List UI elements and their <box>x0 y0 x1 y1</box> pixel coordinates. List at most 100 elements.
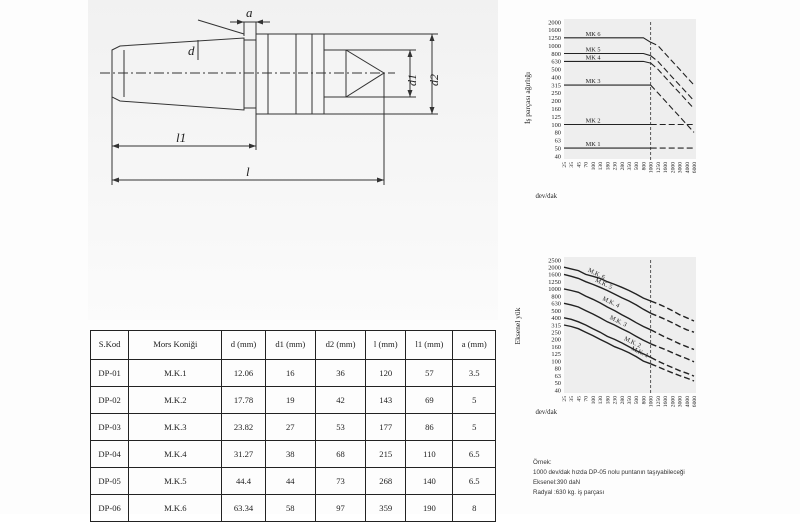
x-tick-label: 130 <box>598 396 604 405</box>
series-label: MK 1 <box>586 141 601 148</box>
table-cell: 69 <box>405 386 454 414</box>
y-tick-label: 100 <box>551 122 561 129</box>
table-cell: 27 <box>264 413 316 441</box>
y-tick-label: 630 <box>551 59 561 66</box>
table-cell: 58 <box>264 494 316 522</box>
header-cell: d2 (mm) <box>314 330 367 360</box>
x-tick-label: 35 <box>569 396 575 402</box>
table-cell: DP-04 <box>89 440 130 468</box>
table-cell: 110 <box>405 440 454 468</box>
series-line-dashed <box>650 41 695 86</box>
x-tick-label: 25 <box>562 396 568 402</box>
y-tick-label: 250 <box>551 90 561 97</box>
x-tick-label: 6000 <box>692 162 698 173</box>
series-line-dashed <box>650 84 695 133</box>
header-cell: a (mm) <box>452 330 496 360</box>
table-cell: 42 <box>314 386 367 414</box>
y-tick-label: 50 <box>555 380 561 387</box>
y-tick-label: 1000 <box>548 286 561 293</box>
x-tick-label: 350 <box>627 162 633 171</box>
table-cell: DP-02 <box>89 386 130 414</box>
y-tick-label: 800 <box>551 51 561 58</box>
x-tick-label: 180 <box>605 396 611 405</box>
table-cell: 36 <box>314 359 367 387</box>
x-tick-label: 3000 <box>678 162 684 173</box>
table-cell: 68 <box>314 440 367 468</box>
table-cell: 120 <box>365 359 407 387</box>
x-tick-label: 1600 <box>663 396 669 407</box>
y-tick-label: 125 <box>551 114 561 121</box>
series-line <box>563 317 652 359</box>
x-tick-label: 180 <box>605 162 611 171</box>
table-cell: 140 <box>405 467 454 495</box>
x-tick-label: 1000 <box>649 162 655 173</box>
series-line-dashed <box>650 343 695 363</box>
y-tick-label: 2500 <box>548 257 561 264</box>
bearing-body <box>255 33 325 115</box>
y-tick-label: 400 <box>551 74 561 81</box>
table-cell: DP-06 <box>89 494 130 522</box>
y-tick-label: 125 <box>551 351 561 358</box>
x-tick-label: 500 <box>634 162 640 171</box>
neck <box>243 39 257 109</box>
y-tick-label: 200 <box>551 98 561 105</box>
table-cell: 57 <box>405 359 454 387</box>
y-tick-label: 500 <box>551 67 561 74</box>
table-cell: 44 <box>264 467 316 495</box>
table-cell: DP-05 <box>89 467 130 495</box>
y-axis-title: Eksenel yük <box>513 307 522 344</box>
series-line-dashed <box>650 312 695 333</box>
x-tick-label: 25 <box>562 162 568 168</box>
y-tick-label: 500 <box>551 308 561 315</box>
table-cell: 190 <box>405 494 454 522</box>
table-cell: 53 <box>314 413 367 441</box>
x-tick-label: 1600 <box>663 162 669 173</box>
header-cell: l (mm) <box>365 330 407 360</box>
example-line: Radyal :630 kg. iş parçası <box>533 489 605 496</box>
x-tick-label: 70 <box>584 396 590 402</box>
y-tick-label: 40 <box>555 153 561 160</box>
y-tick-label: 40 <box>555 387 561 394</box>
x-tick-label: 4000 <box>685 162 691 173</box>
y-tick-label: 315 <box>551 82 561 89</box>
y-tick-label: 80 <box>555 366 561 373</box>
x-tick-label: 800 <box>641 162 647 171</box>
header-cell: S.Kod <box>89 330 130 360</box>
table-cell: M.K.1 <box>128 359 223 387</box>
y-tick-label: 200 <box>551 337 561 344</box>
series-line-dashed <box>650 329 695 351</box>
dim-a-label: a <box>246 5 253 20</box>
x-tick-label: 2000 <box>670 162 676 173</box>
live-center-drawing: a d d1 d2 l1 l <box>100 5 441 185</box>
y-tick-label: 160 <box>551 106 561 113</box>
x-tick-label: 350 <box>627 396 633 405</box>
dim-l1-label: l1 <box>176 130 186 145</box>
dim-d2-label: d2 <box>427 74 441 86</box>
y-tick-label: 1000 <box>548 43 561 50</box>
table-cell: 17.78 <box>221 386 266 414</box>
series-line <box>564 60 651 64</box>
x-tick-label: 1250 <box>656 162 662 173</box>
table-cell: 215 <box>365 440 407 468</box>
table-cell: M.K.6 <box>128 494 223 522</box>
x-tick-label: 130 <box>598 162 604 171</box>
x-tick-label: 35 <box>569 162 575 168</box>
series-label: MK 5 <box>586 47 601 54</box>
y-tick-label: 250 <box>551 330 561 337</box>
table-cell: 86 <box>405 413 454 441</box>
y-axis-title: İş parçası ağırlığı <box>523 72 532 124</box>
table-cell: 44.4 <box>221 467 266 495</box>
header-cell: l1 (mm) <box>405 330 454 360</box>
x-tick-label: 500 <box>634 396 640 405</box>
x-tick-label: 1000 <box>649 396 655 407</box>
y-tick-label: 1600 <box>548 27 561 34</box>
y-tick-label: 315 <box>551 322 561 329</box>
table-cell: M.K.3 <box>128 413 223 441</box>
table-cell: 5 <box>452 413 496 441</box>
series-line-dashed <box>650 363 695 382</box>
